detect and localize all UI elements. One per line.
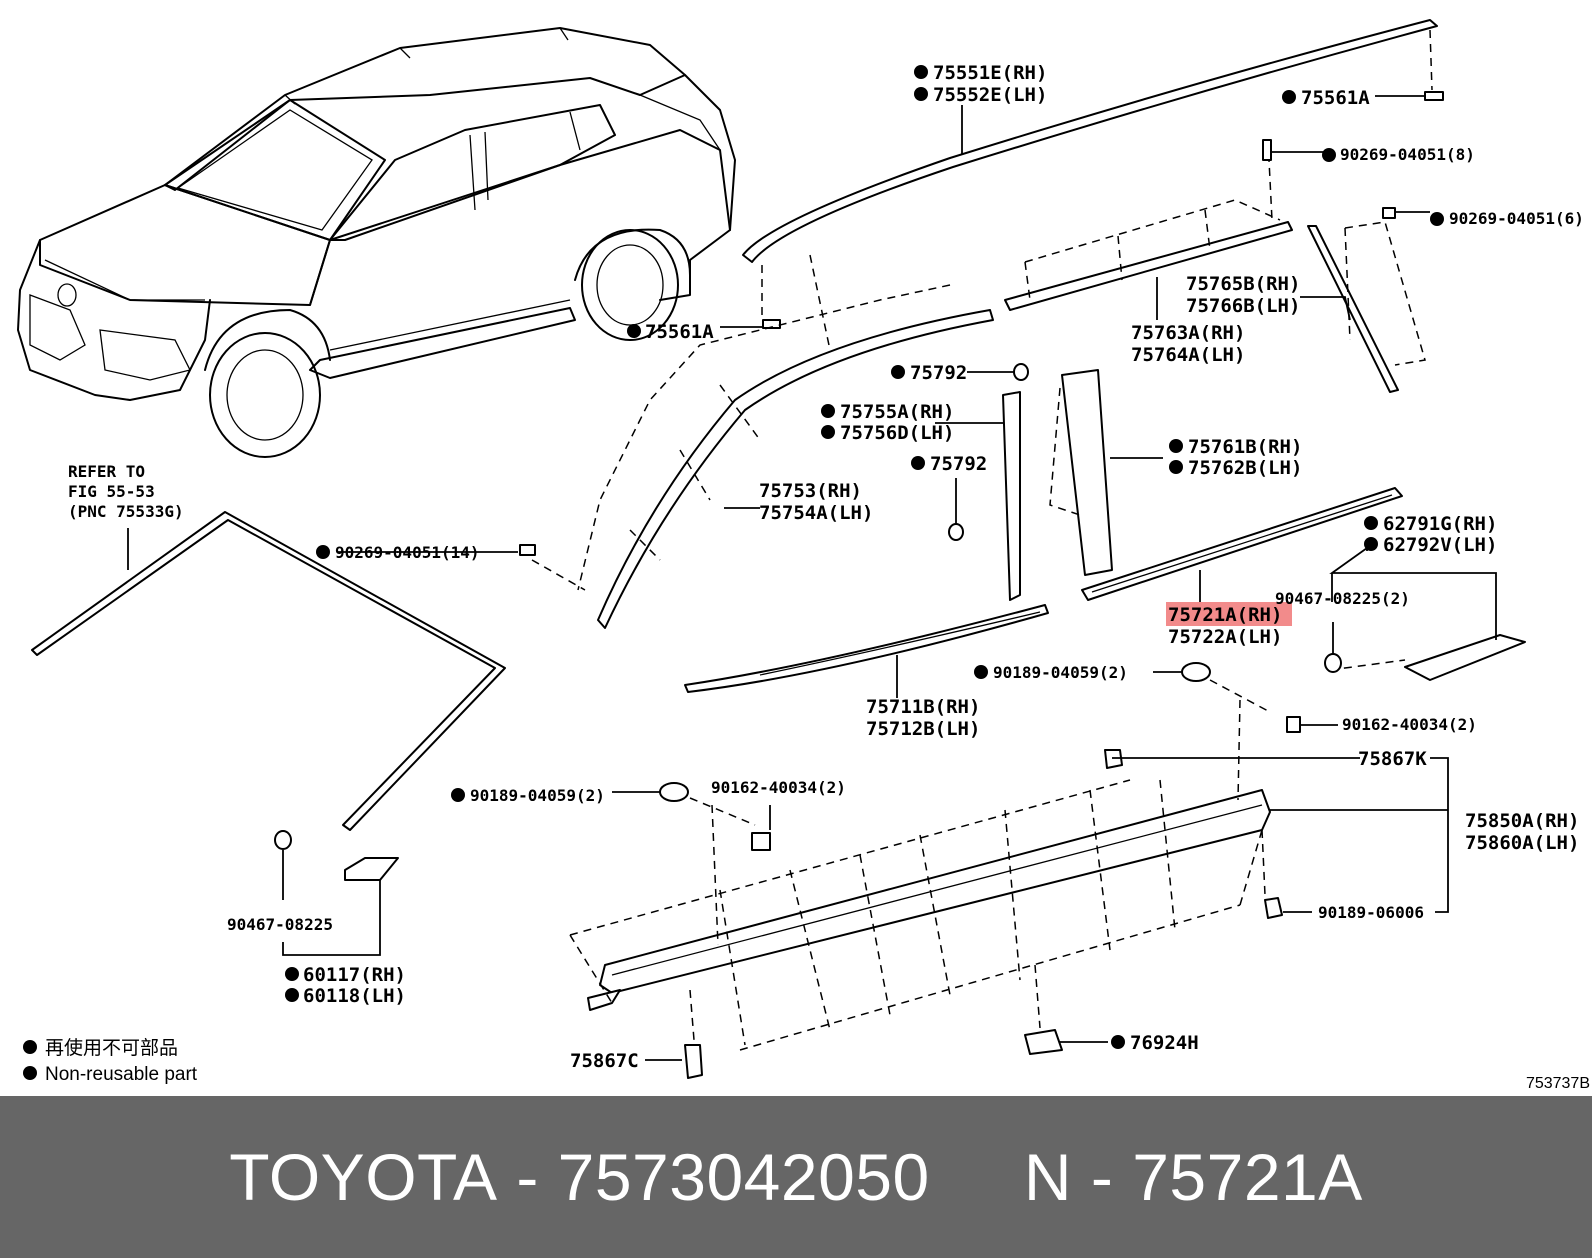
footer-separator-1: - bbox=[497, 1140, 558, 1214]
label-75712B: 75712B(LH) bbox=[866, 718, 980, 740]
rocker-molding-75850A bbox=[569, 779, 1271, 1051]
windshield-molding bbox=[31, 511, 506, 831]
label-75764A: 75764A(LH) bbox=[1131, 344, 1245, 366]
clip-90467-single bbox=[274, 830, 292, 850]
clip-90467-2 bbox=[1324, 653, 1342, 673]
footer-title: TOYOTA - 7573042050 N - 75721A bbox=[0, 1096, 1592, 1258]
clip-75561A-top bbox=[1424, 91, 1444, 101]
frame-75753 bbox=[577, 254, 994, 629]
part-labels: 75551E(RH) 75552E(LH) 75561A 90269-04051… bbox=[68, 62, 1584, 1072]
clip-75792-b bbox=[948, 523, 964, 541]
footer-brand: TOYOTA bbox=[229, 1140, 498, 1214]
footer-separator-2: - bbox=[1072, 1140, 1133, 1214]
label-90162-l: 90162-40034(2) bbox=[711, 778, 846, 797]
label-75721A: 75721A(RH) bbox=[1168, 604, 1282, 626]
label-refer-2: FIG 55-53 bbox=[68, 482, 155, 501]
screw-90162-r bbox=[1286, 716, 1301, 733]
label-75792-b: 75792 bbox=[930, 453, 987, 475]
clip-75867C bbox=[684, 989, 703, 1079]
clip-90189-r bbox=[1181, 662, 1271, 801]
screw-90269-8 bbox=[1262, 139, 1272, 161]
label-refer-3: (PNC 75533G) bbox=[68, 502, 184, 521]
clip-75561A-mid bbox=[762, 319, 781, 329]
belt-molding-75711B bbox=[684, 604, 1049, 693]
label-75766B: 75766B(LH) bbox=[1186, 295, 1300, 317]
label-60117: 60117(RH) bbox=[303, 964, 406, 986]
label-75711B: 75711B(RH) bbox=[866, 696, 980, 718]
label-90189-l: 90189-04059(2) bbox=[470, 786, 605, 805]
label-75761B: 75761B(RH) bbox=[1188, 436, 1302, 458]
garnish-75755A bbox=[1002, 391, 1021, 601]
footer-part-number: 7573042050 bbox=[557, 1140, 930, 1214]
legend: 再使用不可部品 Non-reusable part bbox=[45, 1037, 198, 1085]
label-60118: 60118(LH) bbox=[303, 985, 406, 1007]
label-90269-14: 90269-04051(14) bbox=[335, 543, 480, 562]
garnish-62791G bbox=[1329, 634, 1526, 681]
label-refer-1: REFER TO bbox=[68, 462, 145, 481]
label-90189-06006: 90189-06006 bbox=[1318, 903, 1424, 922]
legend-line-en: Non-reusable part bbox=[45, 1064, 198, 1085]
label-75552E: 75552E(LH) bbox=[933, 84, 1047, 106]
label-90162-r: 90162-40034(2) bbox=[1342, 715, 1477, 734]
highlight-75721A bbox=[1166, 602, 1292, 626]
leader-lines bbox=[127, 95, 1497, 1061]
screw-90269-14 bbox=[519, 544, 586, 591]
label-90467-single: 90467-08225 bbox=[227, 915, 333, 934]
clip-76924H bbox=[1024, 964, 1063, 1055]
label-75792-a: 75792 bbox=[910, 362, 967, 384]
diagram-canvas: 75551E(RH) 75552E(LH) 75561A 90269-04051… bbox=[17, 19, 1590, 1092]
label-62791G: 62791G(RH) bbox=[1383, 513, 1497, 535]
garnish-75765B bbox=[1307, 221, 1426, 393]
label-75561A-top: 75561A bbox=[1301, 87, 1370, 109]
label-62792V: 62792V(LH) bbox=[1383, 534, 1497, 556]
figure-id: 753737B bbox=[1526, 1075, 1590, 1092]
label-75755A: 75755A(RH) bbox=[840, 401, 954, 423]
label-75754A: 75754A(LH) bbox=[759, 502, 873, 524]
label-75763A: 75763A(RH) bbox=[1131, 322, 1245, 344]
label-75867C: 75867C bbox=[570, 1050, 639, 1072]
footer-pnc: 75721A bbox=[1132, 1140, 1363, 1214]
label-90269-8: 90269-04051(8) bbox=[1340, 145, 1475, 164]
label-75722A: 75722A(LH) bbox=[1168, 626, 1282, 648]
label-76924H: 76924H bbox=[1130, 1032, 1199, 1054]
label-75860A: 75860A(LH) bbox=[1465, 832, 1579, 854]
clip-90189-06006 bbox=[1261, 829, 1283, 919]
clip-75792-a bbox=[1013, 363, 1029, 381]
parts-diagram: 75551E(RH) 75552E(LH) 75561A 90269-04051… bbox=[17, 19, 1590, 1092]
footer-n-prefix: N bbox=[1023, 1140, 1073, 1214]
screw-90162-l bbox=[711, 804, 771, 946]
clip-75867K bbox=[1104, 749, 1123, 769]
molding-75763A bbox=[1004, 139, 1293, 311]
footer-bar: TOYOTA - 7573042050 N - 75721A bbox=[0, 1096, 1592, 1258]
non-reusable-bullets bbox=[23, 65, 1444, 1080]
label-75561A-mid: 75561A bbox=[645, 321, 714, 343]
legend-line-jp: 再使用不可部品 bbox=[45, 1037, 178, 1059]
piece-60117 bbox=[344, 857, 399, 881]
vehicle-illustration bbox=[17, 27, 736, 458]
garnish-75761B bbox=[1049, 369, 1113, 576]
screw-90269-6 bbox=[1382, 207, 1396, 219]
label-90467-2: 90467-08225(2) bbox=[1275, 589, 1410, 608]
belt-molding-75721A bbox=[1081, 487, 1403, 601]
roof-molding-75551E bbox=[742, 19, 1438, 318]
label-75756D: 75756D(LH) bbox=[840, 422, 954, 444]
label-75551E: 75551E(RH) bbox=[933, 62, 1047, 84]
label-75867K: 75867K bbox=[1358, 748, 1427, 770]
label-90189-r: 90189-04059(2) bbox=[993, 663, 1128, 682]
label-75753: 75753(RH) bbox=[759, 480, 862, 502]
label-75850A: 75850A(RH) bbox=[1465, 810, 1579, 832]
label-90269-6: 90269-04051(6) bbox=[1449, 209, 1584, 228]
label-75765B: 75765B(RH) bbox=[1186, 273, 1300, 295]
footer-gap bbox=[930, 1139, 1024, 1215]
label-75762B: 75762B(LH) bbox=[1188, 457, 1302, 479]
